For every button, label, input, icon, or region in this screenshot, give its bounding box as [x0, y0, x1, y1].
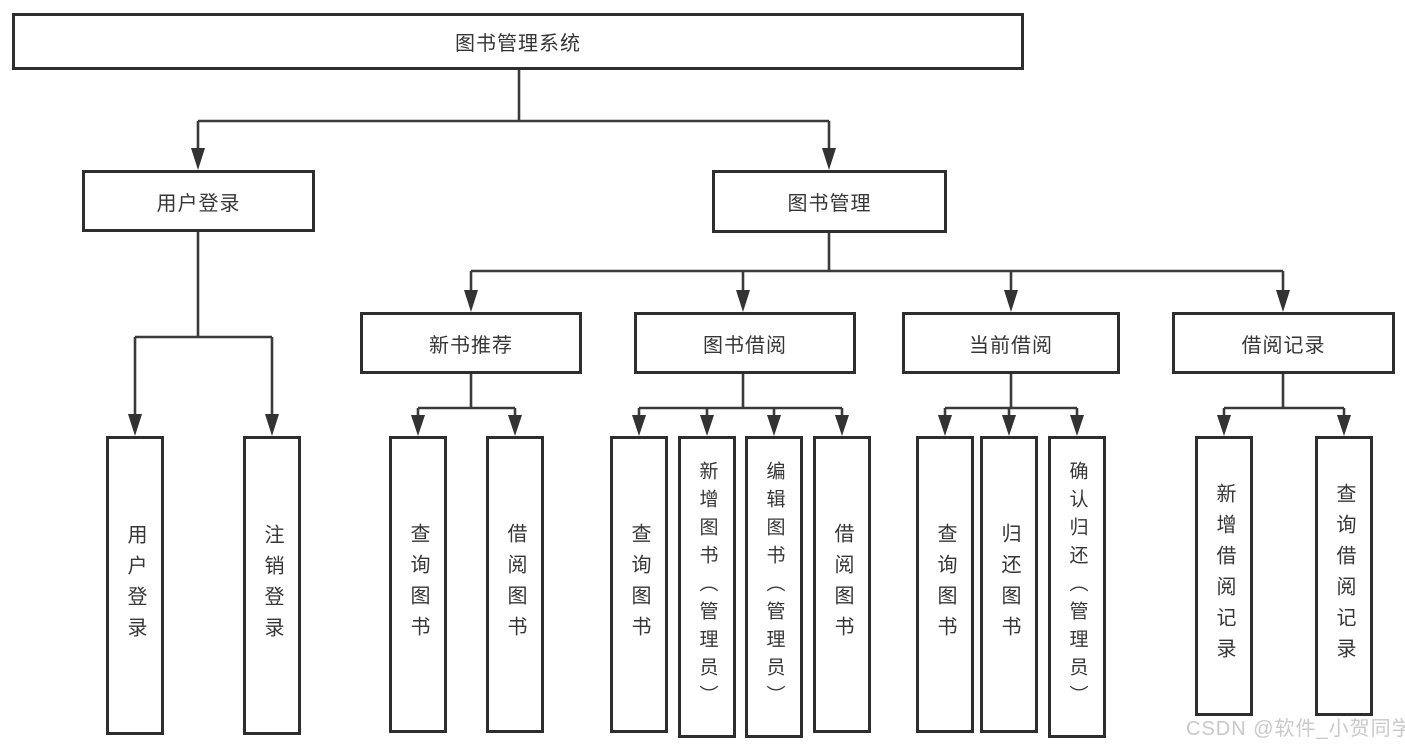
node-book-management-group-label: 图书管理 — [787, 193, 872, 215]
leaf-query-borrow-record-label: 查询借阅记录 — [1333, 483, 1355, 669]
node-user-login-group: 用户登录 — [82, 170, 315, 232]
leaf-confirm-return-admin-label: 确认归还（管理员） — [1066, 461, 1088, 713]
leaf-logout-label: 注销登录 — [261, 523, 283, 648]
node-borrow-records-label: 借阅记录 — [1241, 334, 1326, 357]
leaf-add-borrow-record-label: 新增借阅记录 — [1213, 483, 1235, 669]
csdn-watermark: CSDN @软件_小贺同学 — [1186, 718, 1405, 740]
leaf-user-login: 用户登录 — [106, 436, 164, 735]
leaf-recommend-borrow-books-label: 借阅图书 — [504, 522, 526, 647]
node-borrow-records: 借阅记录 — [1172, 312, 1395, 374]
leaf-current-query-books: 查询图书 — [916, 436, 974, 733]
leaf-borrowsec-borrow-books-label: 借阅图书 — [831, 522, 853, 647]
node-current-borrow: 当前借阅 — [902, 312, 1120, 374]
leaf-add-book-admin-label: 新增图书（管理员） — [696, 461, 718, 713]
leaf-edit-book-admin-label: 编辑图书（管理员） — [763, 461, 785, 713]
leaf-recommend-query-books: 查询图书 — [389, 436, 447, 733]
leaf-borrowsec-query-books: 查询图书 — [610, 436, 668, 733]
leaf-recommend-query-books-label: 查询图书 — [407, 522, 429, 647]
leaf-query-borrow-record: 查询借阅记录 — [1315, 436, 1373, 716]
leaf-add-book-admin: 新增图书（管理员） — [678, 436, 736, 738]
leaf-user-login-label: 用户登录 — [124, 523, 146, 648]
leaf-return-books-label: 归还图书 — [998, 522, 1020, 647]
node-root: 图书管理系统 — [12, 13, 1024, 70]
node-new-book-recommend: 新书推荐 — [360, 312, 582, 374]
leaf-confirm-return-admin: 确认归还（管理员） — [1048, 436, 1106, 738]
leaf-edit-book-admin: 编辑图书（管理员） — [745, 436, 803, 738]
leaf-borrowsec-borrow-books: 借阅图书 — [813, 436, 871, 733]
node-book-borrow-label: 图书借阅 — [703, 334, 787, 357]
node-book-management-group: 图书管理 — [712, 170, 947, 233]
leaf-add-borrow-record: 新增借阅记录 — [1195, 436, 1253, 716]
node-current-borrow-label: 当前借阅 — [969, 334, 1053, 357]
node-book-borrow: 图书借阅 — [634, 312, 856, 374]
node-new-book-recommend-label: 新书推荐 — [429, 334, 513, 357]
leaf-borrowsec-query-books-label: 查询图书 — [628, 522, 650, 647]
leaf-logout: 注销登录 — [243, 436, 301, 735]
node-user-login-group-label: 用户登录 — [156, 192, 241, 215]
node-root-label: 图书管理系统 — [455, 33, 581, 55]
leaf-return-books: 归还图书 — [980, 436, 1038, 733]
leaf-current-query-books-label: 查询图书 — [934, 522, 956, 647]
leaf-recommend-borrow-books: 借阅图书 — [486, 436, 544, 733]
